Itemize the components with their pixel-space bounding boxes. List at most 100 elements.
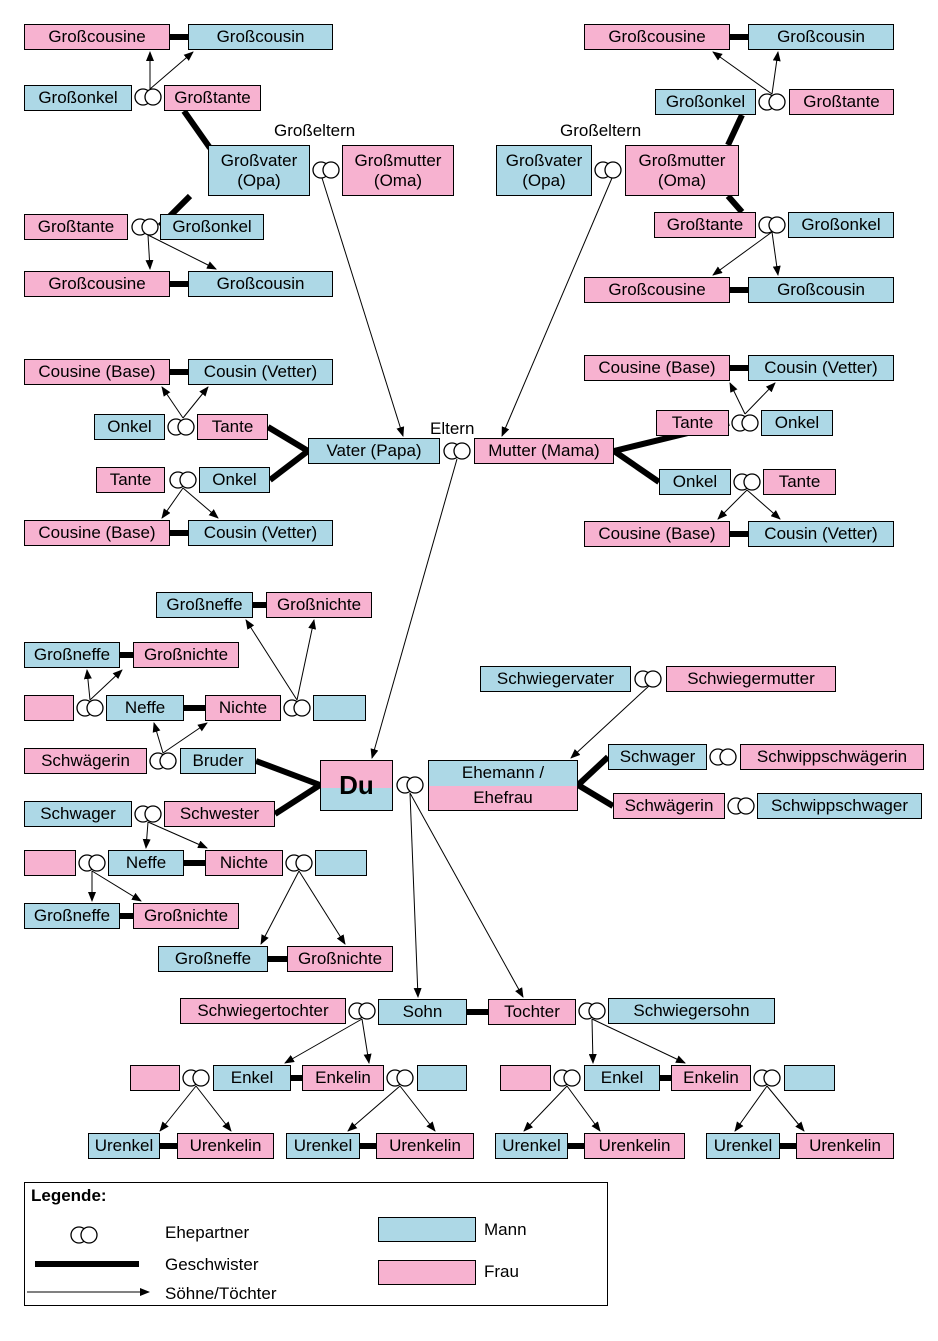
child-arrow (195, 1085, 232, 1132)
grossnichte-box: Großnichte (133, 642, 239, 668)
grossneffe-box: Großneffe (24, 903, 120, 929)
marriage-rings-icon (386, 1069, 414, 1087)
grossonkel-box: Großonkel (160, 214, 264, 240)
sibling-line (725, 113, 745, 147)
marriage-rings-icon (131, 218, 159, 236)
child-arrow (399, 1085, 436, 1132)
vater-box: Vater (Papa) (308, 438, 440, 464)
sibling-line (725, 194, 745, 214)
child-arrow (182, 386, 209, 419)
grosstante-box: Großtante (24, 214, 128, 240)
child-arrow (570, 684, 651, 759)
grossnichte-box: Großnichte (266, 592, 372, 618)
opa-label: (Opa) (237, 170, 281, 190)
cousin-box: Cousin (Vetter) (188, 359, 333, 385)
legend-kinder-label: Söhne/Töchter (165, 1284, 277, 1303)
tante-box: Tante (763, 469, 836, 495)
marriage-rings-icon (312, 161, 340, 179)
urenkelin-box: Urenkelin (177, 1133, 274, 1159)
marriage-rings-icon (169, 471, 197, 489)
child-arrow (744, 382, 776, 415)
legend-frau-swatch (378, 1260, 476, 1285)
tante-box: Tante (197, 414, 268, 440)
sibling-line (181, 109, 213, 150)
onkel-box: Onkel (761, 410, 833, 436)
cousine-box: Cousine (Base) (24, 359, 170, 385)
legend-ehepartner-label: Ehepartner (165, 1223, 250, 1242)
marriage-rings-icon (134, 88, 162, 106)
onkel-box: Onkel (659, 469, 731, 495)
grosscousin-box: Großcousin (748, 24, 894, 50)
grossmutter-box: Großmutter (Oma) (625, 145, 739, 196)
legend-mann-swatch (378, 1217, 476, 1242)
legend: Legende: Ehepartner Geschwister Söhne/Tö… (24, 1182, 608, 1306)
child-arrow (566, 1085, 601, 1132)
grossonkel-box: Großonkel (655, 89, 756, 115)
urenkel-box: Urenkel (88, 1133, 160, 1159)
legend-frau-label: Frau (484, 1262, 519, 1281)
child-arrow (746, 489, 781, 520)
urenkel-box: Urenkel (495, 1133, 568, 1159)
enkel-box: Enkel (213, 1065, 291, 1091)
tante-box: Tante (656, 410, 729, 436)
marriage-rings-icon (78, 854, 106, 872)
schwiegersohn-box: Schwiegersohn (608, 998, 775, 1024)
du-box: Du (320, 760, 393, 811)
grossnichte-box: Großnichte (133, 903, 239, 929)
ehepartner-rings-icon (70, 1226, 98, 1244)
urenkelin-box: Urenkelin (584, 1133, 685, 1159)
child-arrow (149, 51, 194, 90)
grosstante-box: Großtante (164, 85, 261, 111)
child-arrow (162, 722, 208, 754)
marriage-rings-icon (443, 442, 471, 460)
cousin-box: Cousin (Vetter) (188, 520, 333, 546)
schwippschwaegerin-box: Schwippschwägerin (740, 744, 924, 770)
child-arrow (712, 231, 773, 276)
legend-title: Legende: (31, 1186, 107, 1205)
urenkelin-box: Urenkelin (796, 1133, 894, 1159)
marriage-rings-icon (76, 699, 104, 717)
onkel-box: Onkel (94, 414, 165, 440)
grossvater-box: Großvater (Opa) (208, 145, 310, 196)
child-arrow (409, 792, 524, 998)
marriage-rings-icon (149, 752, 177, 770)
du-male-half (321, 787, 392, 810)
grosscousin-box: Großcousin (748, 277, 894, 303)
du-female-half (321, 761, 392, 788)
child-arrow (588, 1018, 597, 1064)
sibling-line (254, 758, 322, 788)
sibling-line (612, 448, 661, 485)
schwester-box: Schwester (164, 801, 275, 827)
grossmutter-label: Großmutter (354, 150, 442, 170)
schwaegerin-box: Schwägerin (613, 793, 725, 819)
marriage-rings-icon (396, 776, 424, 794)
child-arrow (147, 821, 208, 849)
child-arrow (91, 870, 142, 902)
schwager-box: Schwager (24, 801, 132, 827)
marriage-rings-icon (731, 414, 759, 432)
child-arrow (321, 177, 405, 437)
child-arrow (523, 1085, 568, 1132)
grosseltern-right-label: Großeltern (560, 121, 642, 140)
marriage-rings-icon (134, 805, 162, 823)
ehemann-label: Ehemann / (429, 761, 577, 786)
grosscousine-box: Großcousine (24, 24, 170, 50)
child-arrow (182, 487, 219, 519)
spouse-placeholder-box (313, 695, 366, 721)
child-arrow (245, 619, 298, 701)
grosscousin-box: Großcousin (188, 271, 333, 297)
ehefrau-label: Ehefrau (429, 785, 577, 810)
oma-label: (Oma) (373, 170, 423, 190)
spouse-placeholder-box (24, 695, 74, 721)
grosscousine-box: Großcousine (584, 277, 730, 303)
grosseltern-left-label: Großeltern (274, 121, 356, 140)
marriage-rings-icon (753, 1069, 781, 1087)
grosstante-box: Großtante (654, 212, 756, 238)
spouse-placeholder-box (417, 1065, 467, 1091)
marriage-rings-icon (727, 797, 755, 815)
legend-mann-label: Mann (484, 1220, 527, 1239)
mutter-box: Mutter (Mama) (474, 438, 614, 464)
grossmutter-box: Großmutter (Oma) (342, 145, 454, 196)
child-arrow (766, 1085, 805, 1132)
spouse-placeholder-box (784, 1065, 835, 1091)
